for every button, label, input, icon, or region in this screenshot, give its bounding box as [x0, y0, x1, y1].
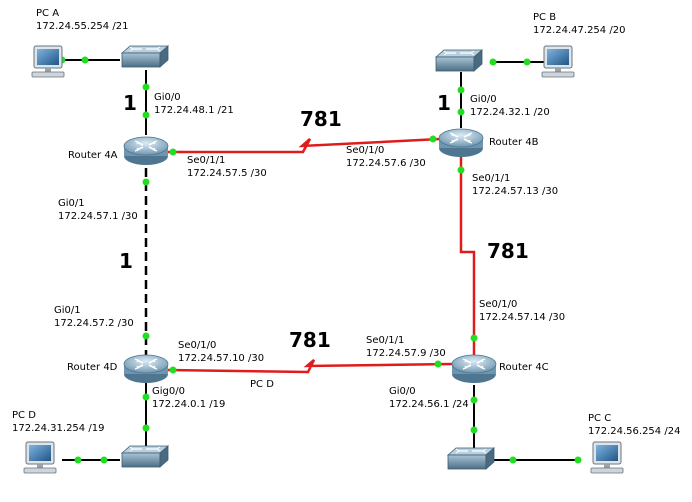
cost-link-4a-4b: 781 — [300, 107, 342, 131]
router-icon[interactable] — [123, 136, 169, 166]
router-4c-se010-iface: Se0/1/0 — [479, 299, 518, 310]
port-dot — [169, 366, 177, 374]
port-dot — [429, 135, 437, 143]
router-icon[interactable] — [451, 354, 497, 384]
router-4d-se010-ip: 172.24.57.10 /30 — [178, 353, 265, 364]
router-4b-gi00-ip: 172.24.32.1 /20 — [470, 107, 550, 118]
router-4d-gig00-iface: Gig0/0 — [152, 386, 185, 397]
cost-link-4d-4c: 781 — [289, 328, 331, 352]
port-dot — [457, 166, 465, 174]
pc-d-ip: 172.24.31.254 /19 — [12, 423, 105, 434]
pc-b-name: PC B — [533, 12, 557, 23]
port-dot — [142, 83, 150, 91]
router-4c-se010-ip: 172.24.57.14 /30 — [479, 312, 566, 323]
port-dot — [142, 393, 150, 401]
pc-b-ip: 172.24.47.254 /20 — [533, 25, 626, 36]
router-4c-se011-iface: Se0/1/1 — [366, 335, 405, 346]
port-dot — [142, 111, 150, 119]
link-serial-4a-4b — [167, 137, 441, 154]
router-4a-gi01-ip: 172.24.57.1 /30 — [58, 211, 138, 222]
router-4b-se011-ip: 172.24.57.13 /30 — [472, 186, 559, 197]
pc-d-name: PC D — [12, 410, 36, 421]
pc-a-ip: 172.24.55.254 /21 — [36, 21, 129, 32]
port-dot — [523, 58, 531, 66]
port-dot — [100, 456, 108, 464]
port-dot — [74, 456, 82, 464]
router-4b-name: Router 4B — [489, 137, 539, 148]
router-4a-name: Router 4A — [68, 150, 118, 161]
router-4d-se010-iface: Se0/1/0 — [178, 340, 217, 351]
port-dot — [434, 360, 442, 368]
router-4a-gi00-iface: Gi0/0 — [154, 92, 181, 103]
pc-icon[interactable] — [541, 45, 575, 78]
router-4c-gi00-ip: 172.24.56.1 /24 — [389, 399, 469, 410]
router-4d-name: Router 4D — [67, 362, 118, 373]
port-dot — [169, 148, 177, 156]
switch-icon[interactable] — [447, 447, 495, 470]
port-status-dots — [58, 56, 582, 464]
stray-pc-d-label: PC D — [250, 379, 274, 390]
cost-link-4a-4d: 1 — [119, 249, 133, 273]
router-4c-se011-ip: 172.24.57.9 /30 — [366, 348, 446, 359]
router-4d-gi01-iface: Gi0/1 — [54, 305, 81, 316]
pc-c-name: PC C — [588, 413, 612, 424]
router-4b-se010-iface: Se0/1/0 — [346, 145, 385, 156]
router-4d-gi01-ip: 172.24.57.2 /30 — [54, 318, 134, 329]
port-dot — [489, 58, 497, 66]
port-dot — [509, 456, 517, 464]
switch-icon[interactable] — [121, 445, 169, 468]
port-dot — [142, 424, 150, 432]
link-serial-4b-4c — [459, 155, 476, 358]
port-dot — [142, 178, 150, 186]
port-dot — [457, 86, 465, 94]
port-dot — [81, 56, 89, 64]
switch-icon[interactable] — [435, 49, 483, 72]
port-dot — [457, 108, 465, 116]
cost-link-4b-4c: 781 — [487, 239, 529, 263]
cost-lan-a: 1 — [123, 91, 137, 115]
port-dot — [574, 456, 582, 464]
cost-lan-b: 1 — [437, 91, 451, 115]
pc-icon[interactable] — [31, 45, 65, 78]
router-4a-se011-ip: 172.24.57.5 /30 — [187, 168, 267, 179]
router-4d-gig00-ip: 172.24.0.1 /19 — [152, 399, 226, 410]
router-icon[interactable] — [123, 354, 169, 384]
port-dot — [470, 334, 478, 342]
router-4b-se011-iface: Se0/1/1 — [472, 173, 511, 184]
router-4c-gi00-iface: Gi0/0 — [389, 386, 416, 397]
port-dot — [142, 332, 150, 340]
router-4a-gi00-ip: 172.24.48.1 /21 — [154, 105, 234, 116]
pc-a-name: PC A — [36, 8, 60, 19]
port-dot — [470, 426, 478, 434]
switch-icon[interactable] — [121, 45, 169, 68]
router-4b-se010-ip: 172.24.57.6 /30 — [346, 158, 426, 169]
router-4b-gi00-iface: Gi0/0 — [470, 94, 497, 105]
pc-c-ip: 172.24.56.254 /24 — [588, 426, 681, 437]
router-4a-gi01-iface: Gi0/1 — [58, 198, 85, 209]
pc-icon[interactable] — [590, 441, 624, 474]
router-icon[interactable] — [438, 128, 484, 158]
link-serial-4d-4c — [166, 359, 453, 374]
router-4a-se011-iface: Se0/1/1 — [187, 155, 226, 166]
links — [62, 59, 580, 461]
router-4c-name: Router 4C — [499, 362, 549, 373]
port-dot — [470, 396, 478, 404]
pc-icon[interactable] — [23, 441, 57, 474]
